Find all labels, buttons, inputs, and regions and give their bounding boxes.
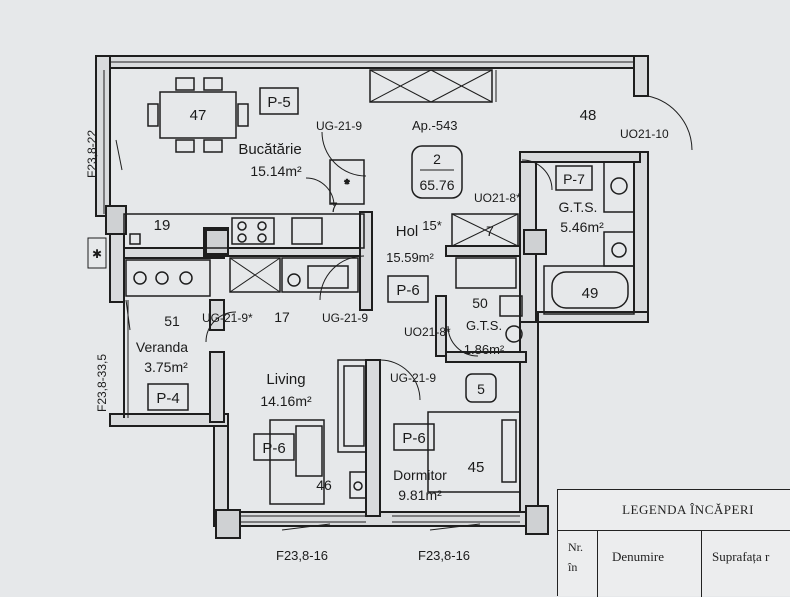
kitchen-table-number: 47 (190, 107, 207, 124)
veranda-name: Veranda (136, 339, 188, 355)
bathroom-name: G.T.S. (559, 199, 598, 215)
small-bath-number: 50 (472, 295, 488, 311)
bedroom-code: P-6 (402, 430, 425, 447)
window-code-4: F23,8-16 (418, 548, 470, 563)
living-furniture-number: 46 (316, 477, 332, 493)
door-swings (115, 95, 693, 401)
tub-number: 49 (582, 285, 599, 302)
bedroom-name: Dormitor (393, 467, 447, 483)
hall-name: Hol (396, 223, 419, 240)
legend-header-row: Nr. în Denumire Suprafața r (558, 530, 790, 597)
apartment-label: Ap.-543 (412, 118, 458, 133)
bottom-windows (240, 515, 520, 531)
columns (105, 205, 549, 539)
room-labels: 47 P-5 Bucătărie 15.14m² Ap.-543 48 2 65… (136, 87, 604, 503)
kitchen-counter (123, 213, 365, 297)
kitchen-name: Bucătărie (238, 141, 301, 158)
bedroom-furniture-number: 45 (468, 459, 485, 476)
door-codes: UG-21-9 UO21-10 UO21-8* UG-21-9* UG-21-9… (202, 119, 669, 385)
small-bath-area: 1.86m² (464, 342, 505, 357)
door-code-6: UO21-8* (404, 325, 451, 339)
number-7-a: 7 (330, 199, 338, 215)
number-7-b: 7 (486, 223, 494, 239)
window-code-1: F23,8-22 (85, 130, 99, 178)
hall-area: 15.59m² (386, 250, 434, 265)
veranda-area: 3.75m² (144, 359, 188, 375)
living-area: 14.16m² (260, 393, 312, 409)
door-code-2: UO21-10 (620, 127, 669, 141)
legend-col-name: Denumire (598, 531, 702, 597)
legend-col-area: Suprafața r (712, 549, 770, 564)
bathroom-area: 5.46m² (560, 219, 604, 235)
apartment-number: 2 (433, 151, 441, 167)
window-code-2: F23,8-33,5 (95, 354, 109, 412)
fridge: * (329, 159, 365, 205)
window-codes: F23,8-22 F23,8-33,5 F23,8-16 F23,8-16 (85, 130, 470, 563)
room-legend-table: LEGENDA ÎNCĂPERI Nr. în Denumire Suprafa… (557, 489, 790, 597)
number-17: 17 (274, 309, 290, 325)
bathroom-code: P-7 (563, 171, 585, 187)
door-code-7: UG-21-9 (390, 371, 436, 385)
svg-text:✱: ✱ (92, 247, 102, 261)
hall-mark: 15* (422, 218, 442, 233)
dining-table (147, 77, 249, 153)
window-code-3: F23,8-16 (276, 548, 328, 563)
small-bath-name: G.T.S. (466, 318, 502, 333)
number-19: 19 (154, 217, 171, 234)
living-name: Living (266, 371, 305, 388)
legend-col-number: Nr. în (558, 531, 598, 597)
utility-mark: ✱ (87, 237, 107, 269)
kitchen-area: 15.14m² (250, 163, 302, 179)
veranda-code: P-4 (156, 390, 179, 407)
veranda-number: 51 (164, 313, 180, 329)
bathroom-fixtures (269, 161, 635, 505)
window-top (369, 69, 497, 103)
svg-text:*: * (345, 177, 350, 191)
door-code-1: UG-21-9 (316, 119, 362, 133)
door-code-5: UG-21-9 (322, 311, 368, 325)
kitchen-code: P-5 (267, 94, 290, 111)
living-code: P-6 (262, 440, 285, 457)
bedroom-badge: 5 (477, 381, 485, 397)
door-code-4: UG-21-9* (202, 311, 253, 325)
door-code-3: UO21-8* (474, 191, 521, 205)
number-48: 48 (580, 107, 597, 124)
hall-code: P-6 (396, 282, 419, 299)
legend-title: LEGENDA ÎNCĂPERI (622, 502, 754, 517)
bedroom-area: 9.81m² (398, 487, 442, 503)
apartment-area: 65.76 (419, 177, 454, 193)
